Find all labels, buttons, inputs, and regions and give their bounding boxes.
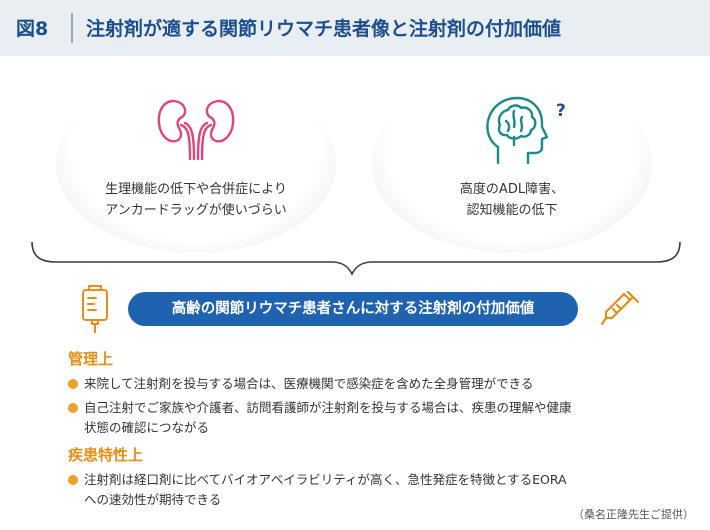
bullet-line: 状態の確認につながる: [84, 420, 210, 435]
bullet-dot: [68, 475, 78, 485]
bullet-line: 注射剤は経口剤に比べてバイオアベイラビリティが高く、急性発症を特徴とするEORA: [84, 472, 567, 487]
list-item: 注射剤は経口剤に比べてバイオアベイラビリティが高く、急性発症を特徴とするEORA…: [68, 470, 678, 510]
bubble-text: 生理機能の低下や合併症により アンカードラッグが使いづらい: [56, 179, 336, 221]
bubble-adl-cognitive: ? 高度のADL障害、 認知機能の低下: [372, 75, 652, 253]
bullet-line: 来院して注射剤を投与する場合は、医療機関で感染症を含めた全身管理ができる: [84, 376, 534, 391]
bubble-line-1: 高度のADL障害、: [459, 182, 565, 197]
brain-head-icon: [486, 96, 548, 165]
bubble-line-1: 生理機能の低下や合併症により: [105, 182, 287, 197]
bubble-line-2: 認知機能の低下: [466, 203, 558, 218]
list-item: 来院して注射剤を投与する場合は、医療機関で感染症を含めた全身管理ができる: [68, 374, 678, 394]
syringe-icon: [600, 290, 640, 326]
header-divider: [71, 13, 73, 43]
figure-header: 図8 注射剤が適する関節リウマチ患者像と注射剤の付加価値: [0, 0, 710, 56]
bullet-dot: [68, 403, 78, 413]
bubble-line-2: アンカードラッグが使いづらい: [105, 203, 287, 218]
bullet-line: 自己注射でご家族や介護者、訪問看護師が注射剤を投与する場合は、疾患の理解や健康: [84, 400, 572, 415]
list-item: 自己注射でご家族や介護者、訪問看護師が注射剤を投与する場合は、疾患の理解や健康 …: [68, 398, 678, 438]
bullet-text: 来院して注射剤を投与する場合は、医療機関で感染症を含めた全身管理ができる: [84, 374, 678, 394]
bubble-physiological-decline: 生理機能の低下や合併症により アンカードラッグが使いづらい: [56, 75, 336, 253]
section-heading-management: 管理上: [68, 350, 114, 368]
section-heading-disease: 疾患特性上: [68, 446, 144, 464]
bubble-text: 高度のADL障害、 認知機能の低下: [372, 179, 652, 221]
bullet-text: 自己注射でご家族や介護者、訪問看護師が注射剤を投与する場合は、疾患の理解や健康 …: [84, 398, 678, 438]
value-banner: 高齢の関節リウマチ患者さんに対する注射剤の付加価値: [128, 292, 578, 326]
grouping-brace: [31, 241, 681, 276]
question-mark: ?: [556, 101, 566, 121]
kidney-icon: [157, 99, 235, 161]
source-credit: （桑名正隆先生ご提供）: [573, 508, 694, 521]
figure-label: 図8: [16, 18, 49, 40]
bullet-dot: [68, 379, 78, 389]
bullet-text: 注射剤は経口剤に比べてバイオアベイラビリティが高く、急性発症を特徴とするEORA…: [84, 470, 678, 510]
page-title: 注射剤が適する関節リウマチ患者像と注射剤の付加価値: [86, 18, 562, 40]
iv-bag-icon: [82, 285, 108, 333]
bullet-line: への速効性が期待できる: [84, 492, 222, 507]
